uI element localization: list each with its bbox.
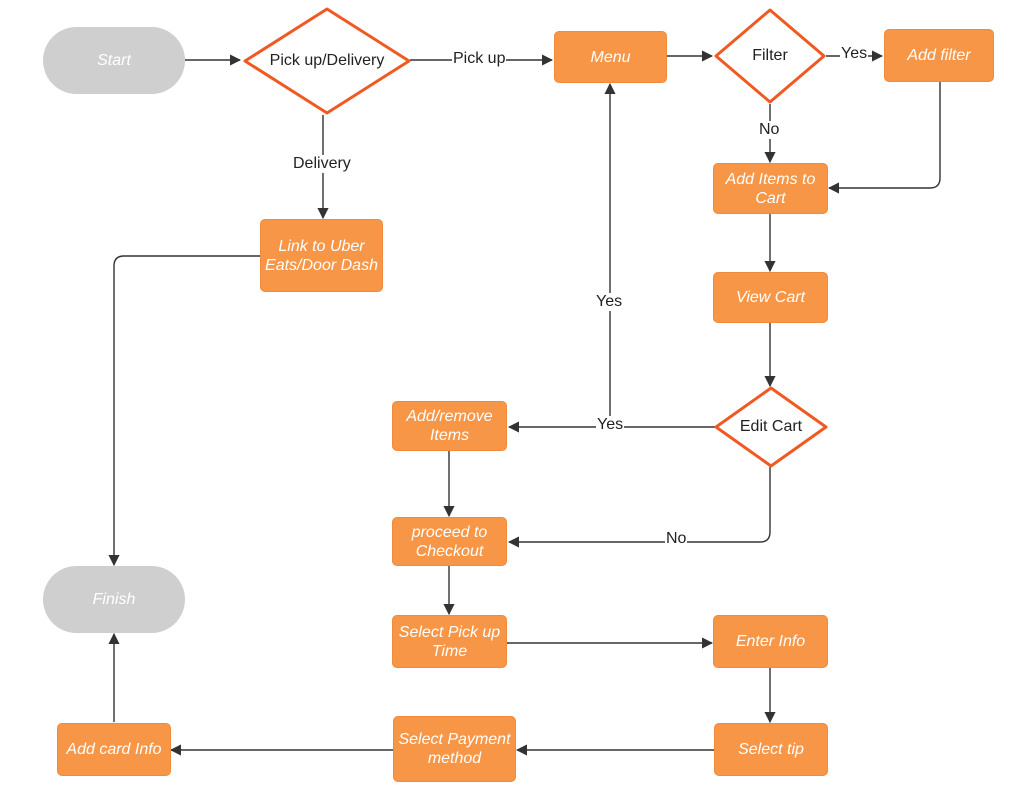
add-remove-node: Add/remove Items	[392, 401, 507, 451]
edge-label-pickup: Pick up	[452, 50, 507, 68]
filter-decision: Filter	[713, 7, 827, 105]
pickup-delivery-decision: Pick up/Delivery	[241, 6, 413, 116]
decision-diamond-shape	[714, 386, 828, 468]
select-tip-node: Select tip	[714, 723, 828, 776]
link-uber-node: Link to Uber Eats/Door Dash	[260, 219, 383, 292]
finish-node: Finish	[43, 566, 185, 633]
pickup-delivery-label: Pick up/Delivery	[269, 52, 385, 69]
edge-label-edit-yes-menu: Yes	[595, 293, 624, 311]
edge-add-filter-to-add-items	[827, 82, 941, 194]
select-time-node: Select Pick up Time	[392, 615, 507, 668]
edge-label-filter-yes: Yes	[840, 45, 869, 63]
filter-label: Filter	[752, 47, 788, 64]
add-card-node: Add card Info	[57, 723, 171, 776]
view-cart-node: View Cart	[713, 272, 828, 323]
select-payment-node: Select Payment method	[393, 716, 516, 782]
edge-label-filter-no: No	[758, 121, 781, 139]
add-items-node: Add Items to Cart	[713, 163, 828, 214]
decision-diamond-shape	[243, 7, 411, 115]
menu-node: Menu	[554, 31, 667, 83]
edit-cart-decision: Edit Cart	[713, 385, 829, 469]
enter-info-node: Enter Info	[713, 615, 828, 668]
edge-label-delivery: Delivery	[292, 155, 352, 173]
decision-diamond-shape	[714, 8, 826, 104]
edge-label-edit-no: No	[665, 530, 688, 548]
edit-cart-label: Edit Cart	[739, 418, 803, 435]
start-node: Start	[43, 27, 185, 94]
edge-edit-cart-to-checkout	[507, 467, 771, 548]
checkout-node: proceed to Checkout	[392, 517, 507, 566]
edge-label-edit-yes-remove: Yes	[596, 416, 625, 434]
edge-link-uber-to-finish	[108, 255, 260, 567]
add-filter-node: Add filter	[884, 29, 994, 82]
